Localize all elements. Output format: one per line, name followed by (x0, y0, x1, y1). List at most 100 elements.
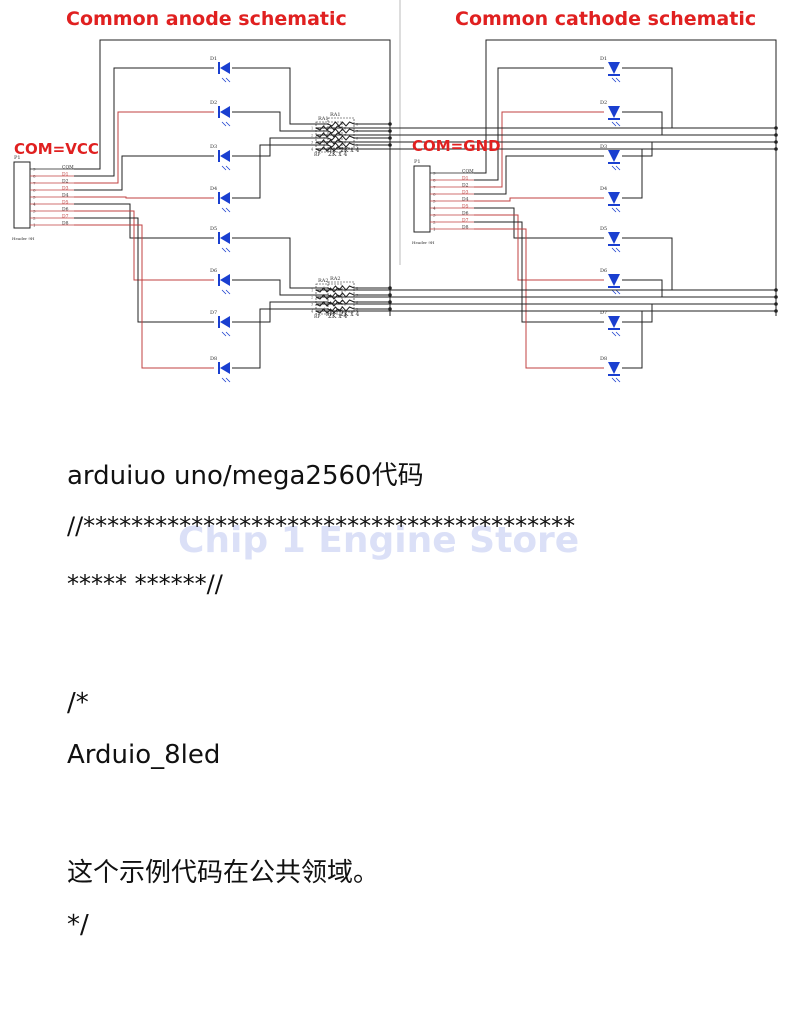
led-diode-mark (220, 362, 230, 374)
led-label: D1 (210, 56, 217, 62)
resistor-rp-label: RP (326, 148, 332, 154)
resistor-rp-label: RP (314, 314, 320, 320)
led-diode-mark (608, 232, 620, 244)
junction-dot (774, 288, 778, 292)
resistor-network (315, 121, 343, 153)
led-label: D2 (600, 100, 607, 106)
junction-dot (388, 143, 392, 147)
header-pin-label: D8 (462, 225, 469, 231)
resistor-element (315, 132, 343, 138)
led-light-arrow (221, 165, 227, 171)
led-light-arrow (225, 77, 231, 83)
led-light-arrow (611, 121, 617, 127)
code-line-block-close: */ (67, 910, 89, 940)
header-pin-label: D2 (62, 179, 69, 185)
anode-schematic-title: Common anode schematic (66, 8, 347, 30)
resistor-ref: RA1 (330, 112, 341, 118)
header-pin-label: D2 (462, 183, 469, 189)
led-light-arrow (615, 377, 621, 383)
header-pin-label: D7 (462, 218, 469, 224)
led-to-resistor-wire (232, 137, 328, 157)
led-light-arrow (615, 121, 621, 127)
junction-dot (774, 126, 778, 130)
led-signal-wire (74, 196, 214, 199)
header-pin-label: D1 (462, 176, 469, 182)
resistor-value: 2K x 4 (340, 311, 359, 318)
led-diode-mark (220, 192, 230, 204)
led-signal-wire (74, 224, 214, 369)
com-gnd-label: COM=GND (412, 137, 501, 155)
header-pin-label: D6 (462, 211, 469, 217)
resistor-pin-number: 3 (311, 303, 313, 307)
resistor-value: 2K x 4 (340, 147, 359, 154)
led-signal-wire (74, 217, 214, 323)
led-to-resistor-wire (232, 67, 328, 125)
resistor-element (327, 142, 355, 148)
led-label: D5 (600, 226, 607, 232)
led-label: D8 (600, 356, 607, 362)
led-label: D1 (600, 56, 607, 62)
led-light-arrow (225, 165, 231, 171)
led-signal-wire (74, 210, 214, 281)
led-light-arrow (225, 121, 231, 127)
junction-dot (774, 147, 778, 151)
led-light-arrow (611, 165, 617, 171)
resistor-element (315, 301, 343, 307)
led-light-arrow (615, 247, 621, 253)
resistor-pin-number: 4 (311, 310, 314, 314)
led-light-arrow (225, 207, 231, 213)
resistor-element (327, 135, 355, 141)
led-diode-mark (220, 150, 230, 162)
led-light-arrow (611, 331, 617, 337)
led-signal-wire (474, 228, 604, 369)
header-pin-label: D3 (462, 190, 469, 196)
resistor-pin-number: 4 (323, 144, 326, 148)
resistor-rp-label: RP (326, 312, 332, 318)
led-to-resistor-wire (232, 111, 328, 132)
resistor-pin-number: 1 (311, 127, 313, 131)
led-diode-mark (220, 106, 230, 118)
code-line-title: arduiuo uno/mega2560代码 (67, 461, 424, 491)
led-label: D7 (600, 310, 607, 316)
led-label: D2 (210, 100, 217, 106)
led-light-arrow (615, 165, 621, 171)
led-signal-wire (474, 221, 604, 323)
header-pin-label: D1 (62, 172, 69, 178)
led-diode-mark (608, 274, 620, 286)
resistor-pin-number: 2 (311, 296, 313, 300)
resistor-pin-number: 3 (311, 141, 313, 145)
led-signal-wire (474, 197, 604, 202)
header-pin-label: D8 (62, 221, 69, 227)
junction-dot (774, 309, 778, 313)
led-signal-wire (74, 67, 214, 177)
led-to-resistor-wire (232, 144, 328, 199)
header-ref: P1 (14, 155, 21, 161)
resistor-pin-number: 2 (323, 130, 325, 134)
resistor-element (315, 287, 343, 293)
resistor-value: 2K x 4 (328, 313, 347, 320)
resistor-element (315, 125, 343, 131)
led-diode-mark (220, 316, 230, 328)
led-signal-wire (474, 155, 604, 195)
led-signal-wire (74, 111, 214, 184)
header-pin-label: D6 (62, 207, 69, 213)
resistor-element (315, 294, 343, 300)
led-light-arrow (221, 247, 227, 253)
led-light-arrow (221, 207, 227, 213)
resistor-pin-number: 3 (323, 137, 325, 141)
led-light-arrow (615, 207, 621, 213)
led-label: D6 (210, 268, 217, 274)
header-pin-label: COM (462, 169, 474, 175)
code-line-comment-end: ***** ******// (67, 570, 223, 598)
led-light-arrow (225, 377, 231, 383)
header-pin-label: D5 (462, 204, 469, 210)
led-light-arrow (611, 289, 617, 295)
led-label: D6 (600, 268, 607, 274)
resistor-rp-label: RP (314, 152, 320, 158)
led-label: D4 (600, 186, 607, 192)
led-signal-wire (474, 67, 604, 181)
code-line-comment-stars: //**************************************… (67, 512, 576, 540)
resistor-ref: RA2 (318, 278, 329, 284)
resistor-element (327, 121, 355, 127)
led-label: D4 (210, 186, 217, 192)
